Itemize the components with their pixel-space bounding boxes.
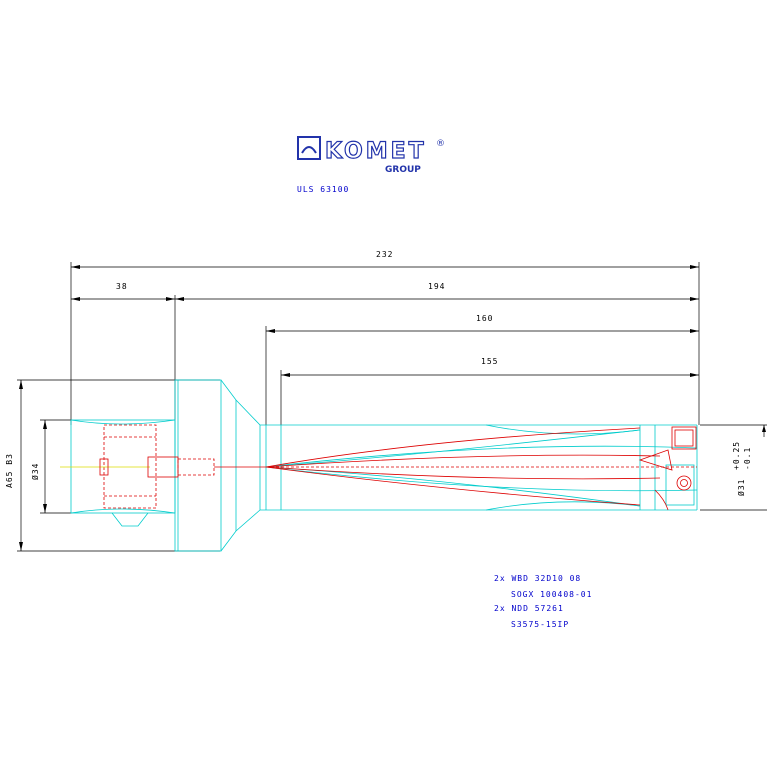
logo-brand: KOMET: [325, 139, 427, 164]
dimension-lines: [17, 262, 767, 552]
dim-length-194: 194: [428, 282, 445, 291]
komet-logo: KOMET ® GROUP: [297, 136, 445, 175]
logo-registered: ®: [436, 139, 445, 149]
component-list: 2x WBD 32D10 08 SOGX 100408-01 2x NDD 57…: [494, 574, 592, 629]
tool-outline: [70, 379, 698, 552]
dim-tip-tol-lower: -0.1: [743, 447, 752, 470]
component-item: S3575-15IP: [511, 620, 569, 629]
dim-tip-diameter: Ø31: [736, 479, 746, 496]
dim-overall-length: 232: [376, 250, 393, 259]
part-number: ULS 63100: [297, 185, 349, 194]
internal-features: [60, 424, 697, 511]
dim-length-155: 155: [481, 357, 498, 366]
dim-shank-diameter: Ø34: [30, 463, 40, 480]
component-item: 2x WBD 32D10 08: [494, 574, 581, 583]
logo-sub: GROUP: [385, 165, 421, 175]
logo-mark-icon: [297, 136, 321, 160]
component-item: 2x NDD 57261: [494, 604, 564, 613]
dim-flange-diameter: A65 B3: [5, 453, 14, 488]
dim-length-160: 160: [476, 314, 493, 323]
dim-tip-tol-upper: +0.25: [732, 441, 741, 470]
dim-shank-length: 38: [116, 282, 128, 291]
component-item: SOGX 100408-01: [511, 590, 592, 599]
